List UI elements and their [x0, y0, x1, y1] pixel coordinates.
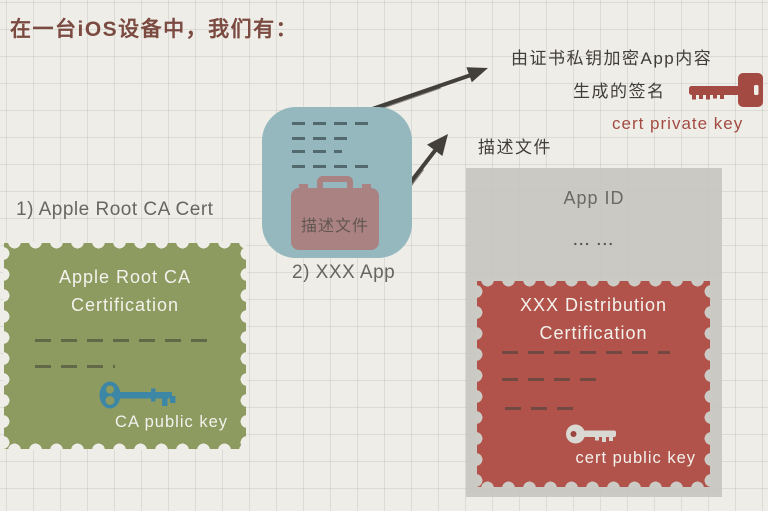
briefcase-body: 描述文件: [291, 188, 379, 250]
signature-note-line2: 生成的签名: [573, 82, 666, 101]
cert-private-key-icon: [689, 73, 763, 107]
cert-public-key-icon: [566, 424, 616, 444]
page-title: 在一台iOS设备中，我们有：: [10, 18, 299, 41]
provisioning-profile-label: 描述文件: [478, 138, 552, 157]
redacted-line: [502, 378, 600, 381]
apple-root-ca-stamp: Apple Root CA Certification CA public ke…: [3, 242, 247, 450]
redacted-line: [35, 339, 215, 342]
stamp-title-line1: XXX Distribution: [519, 295, 668, 315]
redacted-line: [35, 365, 115, 368]
cert-public-key-label: cert public key: [575, 449, 696, 467]
root-ca-caption: 1) Apple Root CA Cert: [16, 199, 214, 220]
redacted-line: [292, 150, 342, 153]
ca-public-key-label: CA public key: [115, 413, 228, 431]
cert-private-key-label: cert private key: [612, 114, 744, 133]
ca-public-key-icon: [99, 381, 176, 409]
redacted-line: [505, 407, 578, 410]
ellipsis-placeholder: ... ...: [573, 232, 615, 248]
stamp-title-line2: Certification: [539, 323, 648, 343]
app-id-panel: App ID ... ... XXX Distribution Certific…: [466, 168, 722, 497]
stamp-scallop-edge: [4, 242, 246, 249]
briefcase-label: 描述文件: [300, 218, 369, 235]
stamp-scallop-edge: [477, 280, 710, 287]
redacted-line: [292, 122, 374, 125]
redacted-line: [502, 351, 670, 354]
app-caption: 2) XXX App: [292, 262, 396, 283]
redacted-line: [292, 137, 354, 140]
stamp-title-line1: Apple Root CA: [58, 267, 192, 287]
briefcase-handle: [317, 176, 353, 198]
distribution-cert-stamp: XXX Distribution Certification cert publ…: [476, 280, 711, 488]
stamp-scallop-edge: [4, 443, 246, 450]
signature-note-line1: 由证书私钥加密App内容: [511, 49, 713, 68]
provisioning-profile-briefcase-icon: 描述文件: [291, 176, 379, 251]
stamp-title-line2: Certification: [70, 295, 180, 315]
stamp-scallop-edge: [477, 481, 710, 488]
app-id-title: App ID: [563, 188, 625, 208]
redacted-line: [292, 165, 376, 168]
